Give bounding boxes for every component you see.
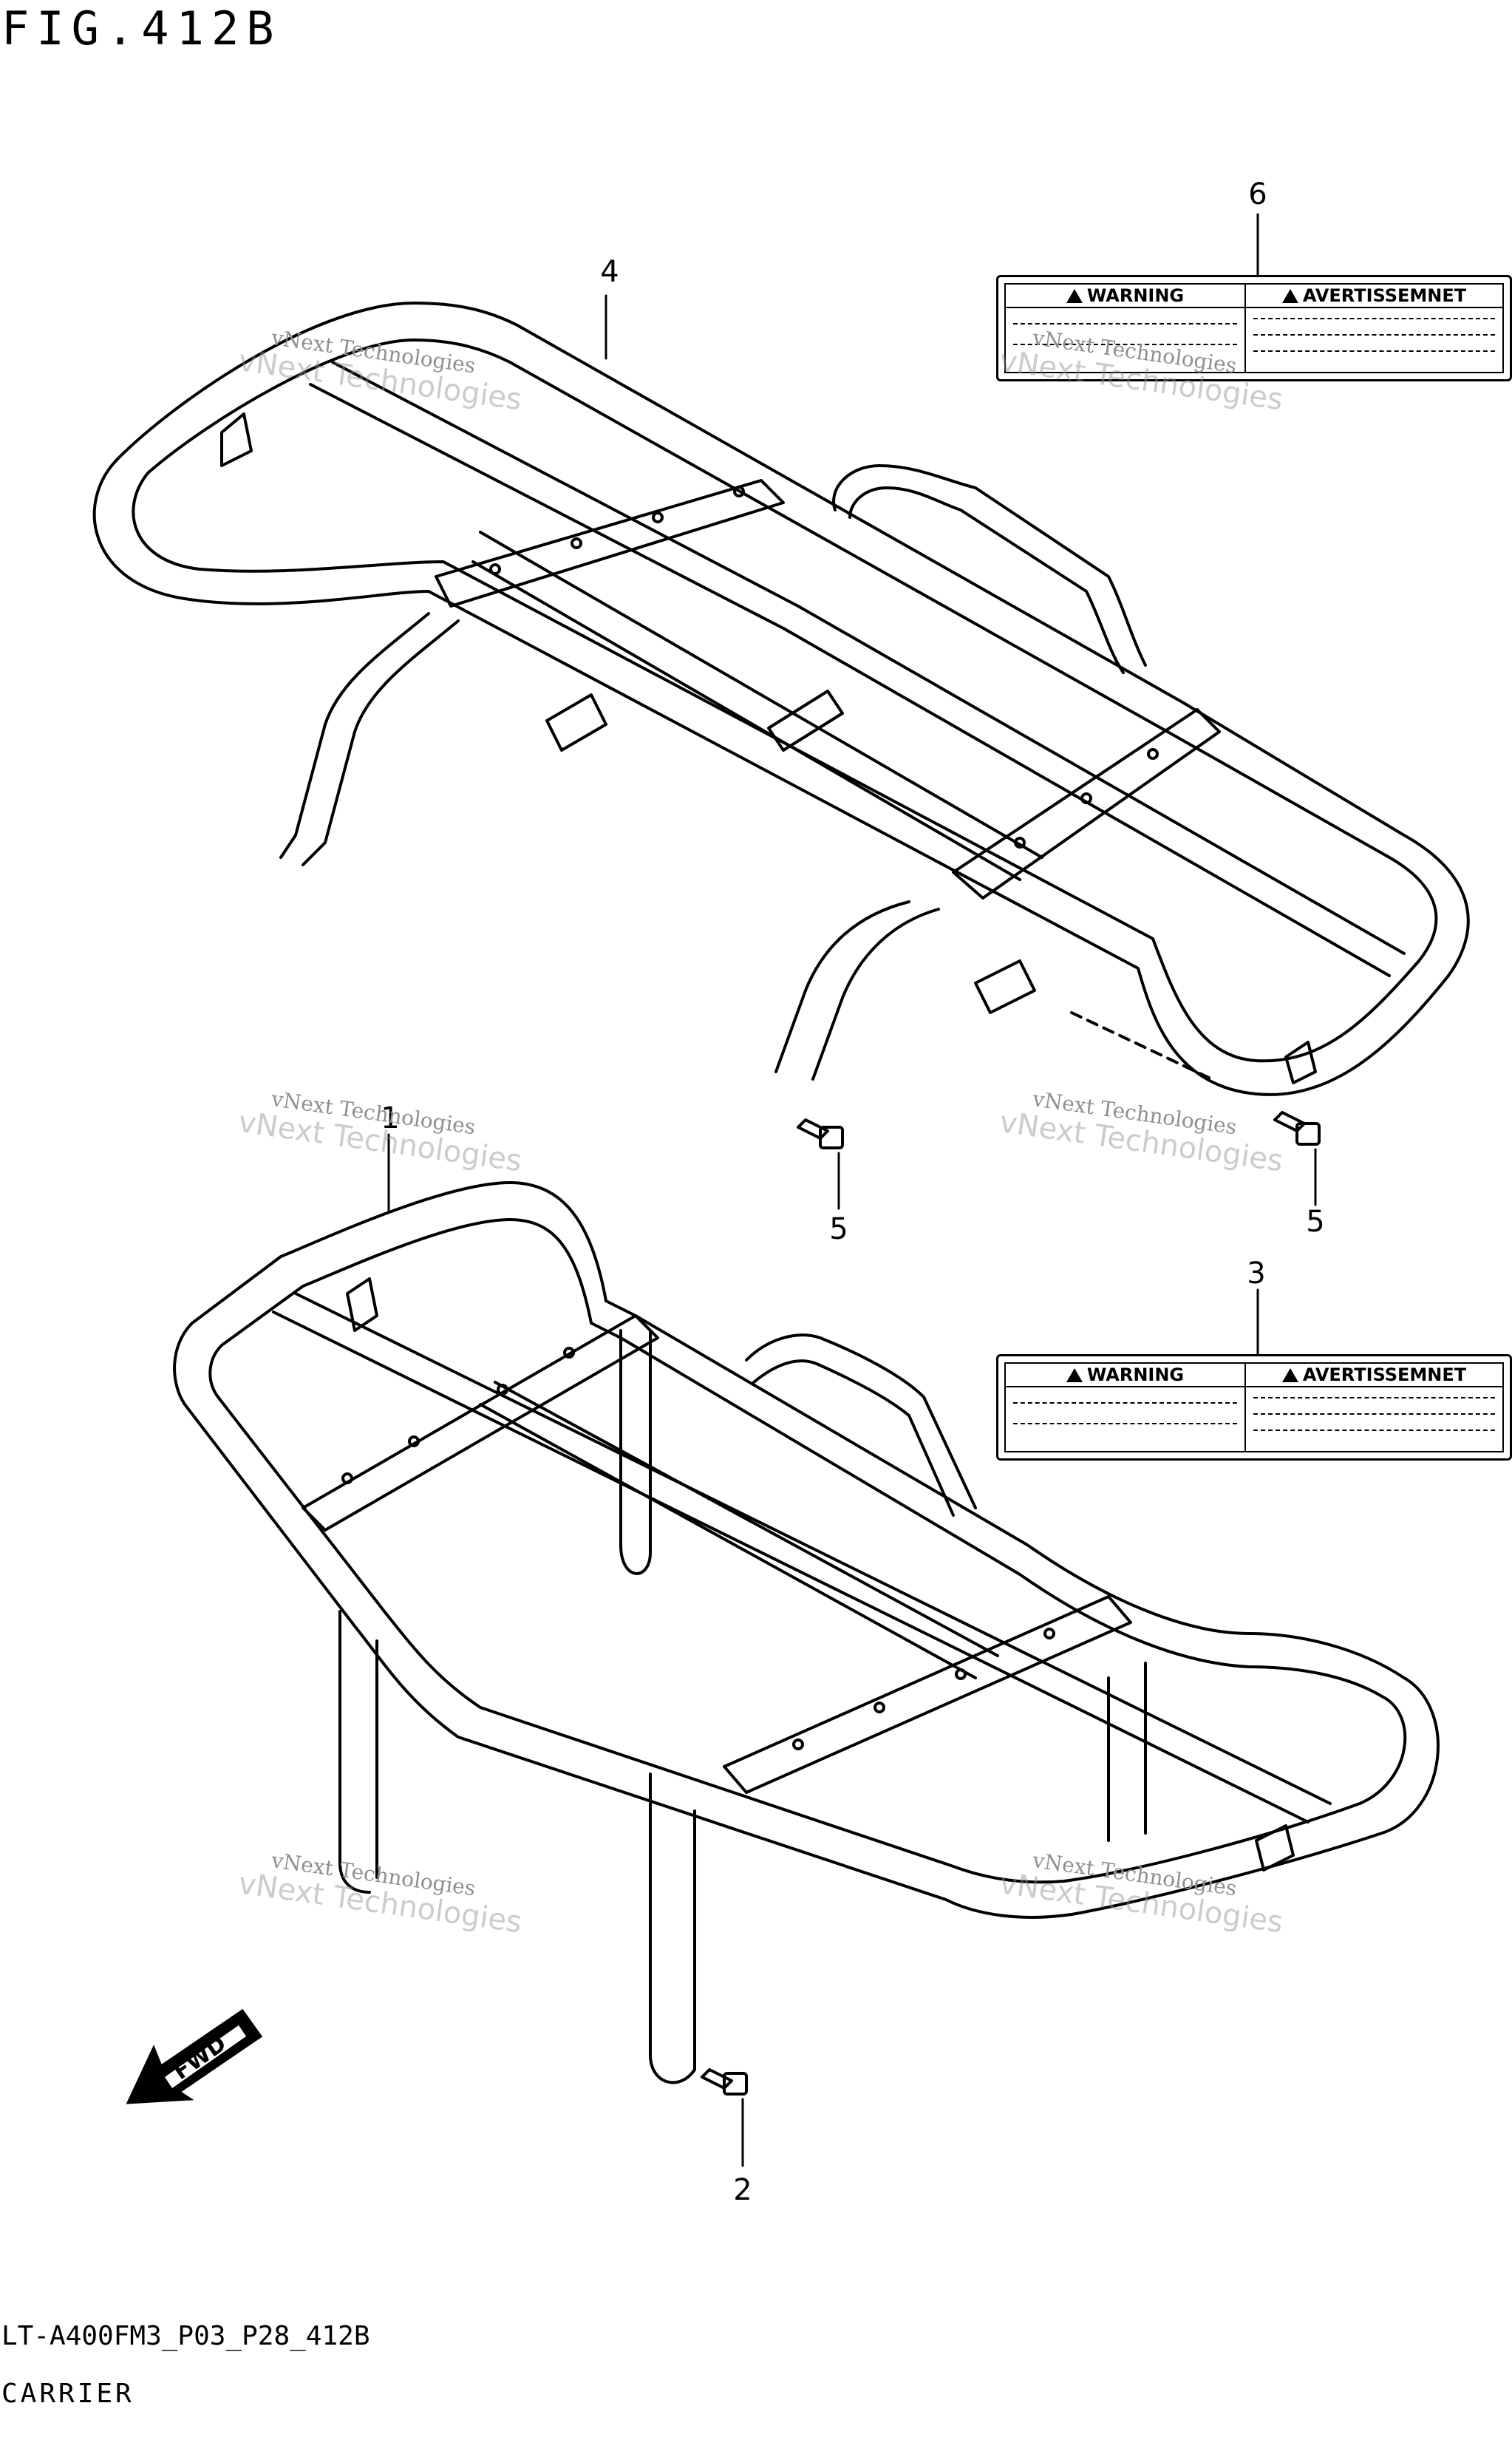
warning-text: WARNING <box>1086 285 1185 306</box>
label-head-avertissement: AVERTISSEMNET <box>1246 285 1502 308</box>
callout-3: 3 <box>1247 1257 1266 1291</box>
warning-triangle-icon <box>1066 288 1083 303</box>
label-head-avertissement: AVERTISSEMNET <box>1246 1364 1502 1387</box>
figure-title: FIG.412B <box>1 1 282 55</box>
label-inner: WARNING AVERTISSEMNET <box>1004 1362 1504 1452</box>
label-head-warning: WARNING <box>1006 1364 1244 1387</box>
bolt-5-left-drawing <box>797 1118 844 1210</box>
callout-1: 1 <box>381 1101 400 1135</box>
callout-6: 6 <box>1248 177 1267 211</box>
warning-triangle-icon <box>1066 1367 1083 1382</box>
warning-triangle-icon <box>1281 1367 1298 1382</box>
rear-carrier-drawing <box>173 1133 1440 2084</box>
callout-5-left: 5 <box>829 1212 848 1246</box>
label-inner: WARNING AVERTISSEMNET <box>1004 283 1504 373</box>
model-code: LT-A400FM3_P03_P28_412B <box>1 2321 370 2351</box>
figure-caption: CARRIER <box>1 2379 134 2409</box>
bolt-2-drawing <box>701 2068 748 2167</box>
bolt-5-right-drawing <box>1273 1111 1321 1206</box>
avertissement-text: AVERTISSEMNET <box>1302 285 1467 306</box>
callout-4: 4 <box>600 255 619 289</box>
callout-5-right: 5 <box>1306 1205 1325 1239</box>
warning-label-upper: WARNING AVERTISSEMNET <box>996 275 1512 381</box>
front-carrier-drawing <box>92 294 1470 1096</box>
warning-label-lower: WARNING AVERTISSEMNET <box>996 1354 1512 1461</box>
warning-text: WARNING <box>1086 1364 1185 1385</box>
warning-triangle-icon <box>1281 288 1298 303</box>
label-head-warning: WARNING <box>1006 285 1244 308</box>
avertissement-text: AVERTISSEMNET <box>1302 1364 1467 1385</box>
fwd-arrow-icon: FWD <box>126 2008 263 2104</box>
callout-2: 2 <box>733 2173 752 2207</box>
